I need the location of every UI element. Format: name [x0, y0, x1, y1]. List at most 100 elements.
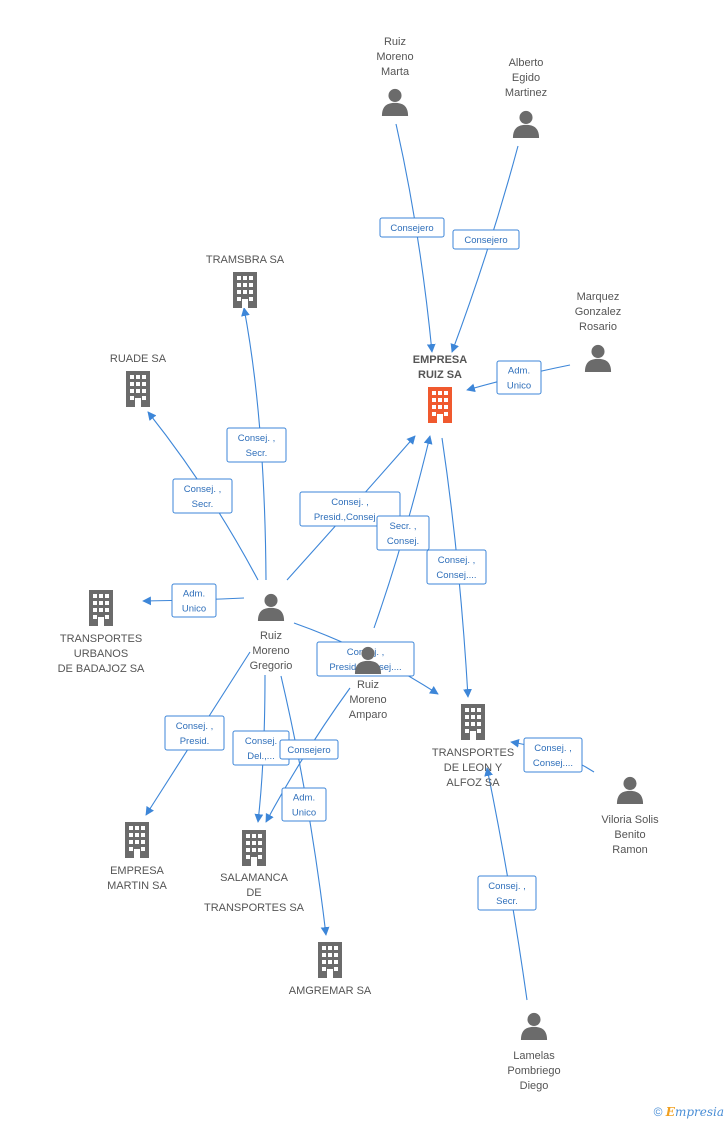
edge-label-text: Consej. ,	[438, 555, 476, 566]
logo-text: mpresia	[674, 1105, 724, 1119]
node-label: ALFOZ SA	[446, 777, 500, 789]
person-icon	[616, 776, 644, 804]
edge-label-text: Consej. ,	[331, 497, 369, 508]
edge-label-text: Consej....	[436, 570, 476, 581]
node-label: DE	[246, 887, 261, 899]
edge-label-frame	[281, 787, 327, 822]
company-node[interactable]: AMGREMAR SA	[289, 942, 372, 997]
edge-label-box[interactable]: Secr. ,Consej.	[376, 515, 430, 551]
edge-label-box[interactable]: Consej. ,Consej....	[523, 737, 583, 773]
edge-label-box[interactable]: Consejero	[279, 739, 339, 760]
edge-label-box[interactable]: Consej. ,Presid.,Consej....	[299, 491, 401, 527]
node-label: TRANSPORTES	[432, 747, 514, 759]
node-label: Diego	[520, 1080, 549, 1092]
edge-label-text: Consej. ,	[176, 721, 214, 732]
building-icon	[233, 272, 257, 308]
edge-label-text: Consej. ,	[184, 484, 222, 495]
empresia-logo[interactable]: Empresia	[666, 1105, 724, 1119]
edge-label-frame	[426, 549, 487, 585]
edge-label-text: Consej. ,	[488, 881, 526, 892]
node-label: Ruiz	[357, 679, 379, 691]
edge-label-frame	[226, 427, 287, 463]
edge-label-text: Consej. ,	[238, 433, 276, 444]
company-node[interactable]: TRANSPORTES DE LEON Y ALFOZ SA	[432, 704, 514, 789]
edge-label-frame	[477, 875, 537, 911]
edge-label-box[interactable]: Consej. , Secr.	[226, 427, 287, 463]
node-label: MARTIN SA	[107, 880, 167, 892]
node-label: Lamelas	[513, 1050, 555, 1062]
edge-label-text: Unico	[182, 604, 206, 615]
logo-initial: E	[665, 1105, 675, 1119]
company-node[interactable]: RUADE SA	[110, 353, 167, 407]
edge-label-text: Del.,...	[247, 751, 274, 762]
node-label: Alberto	[509, 57, 544, 69]
person-icon	[257, 593, 285, 621]
node-label: DE BADAJOZ SA	[58, 663, 145, 675]
edge-label-text: Secr.	[496, 896, 518, 907]
node-label: RUADE SA	[110, 353, 167, 365]
edge-label-frame	[172, 478, 233, 514]
edge-label-box[interactable]: Adm. Unico	[281, 787, 327, 822]
edge-label-box[interactable]: Consej. ,Secr.	[172, 478, 233, 514]
edge-label-text: Unico	[507, 381, 531, 392]
footer-brand: © Empresia	[654, 1105, 724, 1119]
person-icon	[512, 110, 540, 138]
node-label: Gonzalez	[575, 306, 621, 318]
edge-label-text: Consejero	[464, 235, 507, 246]
person-icon	[381, 88, 409, 116]
node-label: DE LEON Y	[444, 762, 503, 774]
edge-label-text: Adm.	[183, 589, 205, 600]
edge-label-frame	[279, 739, 339, 760]
building-icon	[461, 704, 485, 740]
building-icon	[318, 942, 342, 978]
edge-label-box[interactable]: Adm.Unico	[496, 360, 542, 395]
building-icon	[428, 387, 452, 423]
node-label: Moreno	[376, 51, 413, 63]
building-icon	[126, 371, 150, 407]
node-label: TRANSPORTES	[60, 633, 142, 645]
edge-label-text: Consejero	[287, 745, 330, 756]
edge-label-box[interactable]: Consej. , Secr.	[477, 875, 537, 911]
edge-label-text: Presid.	[180, 736, 210, 747]
company-node[interactable]: TRAMSBRA SA	[206, 254, 285, 308]
person-icon	[520, 1012, 548, 1040]
node-label: Martinez	[505, 87, 547, 99]
node-label: Viloria Solis	[601, 814, 659, 826]
edge-label-box[interactable]: Consej. , Consej....	[426, 549, 487, 585]
edge-label-box[interactable]: Consej.Del.,...	[232, 730, 290, 766]
node-label: Amparo	[349, 709, 388, 721]
edge-label-frame	[376, 515, 430, 551]
node-label: Moreno	[252, 645, 289, 657]
edge-label-box[interactable]: Consej. , Presid.	[164, 715, 225, 751]
edge-label-box[interactable]: Adm. Unico	[171, 583, 217, 618]
edge-label-text: Unico	[292, 808, 316, 819]
node-label: AMGREMAR SA	[289, 985, 372, 997]
node-label: Marquez	[577, 291, 620, 303]
edge-label-box[interactable]: Consejero	[379, 217, 445, 238]
edge-label-box[interactable]: Consejero	[452, 229, 520, 250]
edge-label-text: Adm.	[293, 793, 315, 804]
node-label: Moreno	[349, 694, 386, 706]
edge-label-frame	[452, 229, 520, 250]
edge-label-frame	[523, 737, 583, 773]
building-icon	[242, 830, 266, 866]
edge-label-text: Consej....	[533, 758, 573, 769]
node-label: Benito	[614, 829, 645, 841]
node-label: Rosario	[579, 321, 617, 333]
edge-label-text: Secr.	[246, 448, 268, 459]
edge-label-frame	[496, 360, 542, 395]
edge-label-frame	[299, 491, 401, 527]
